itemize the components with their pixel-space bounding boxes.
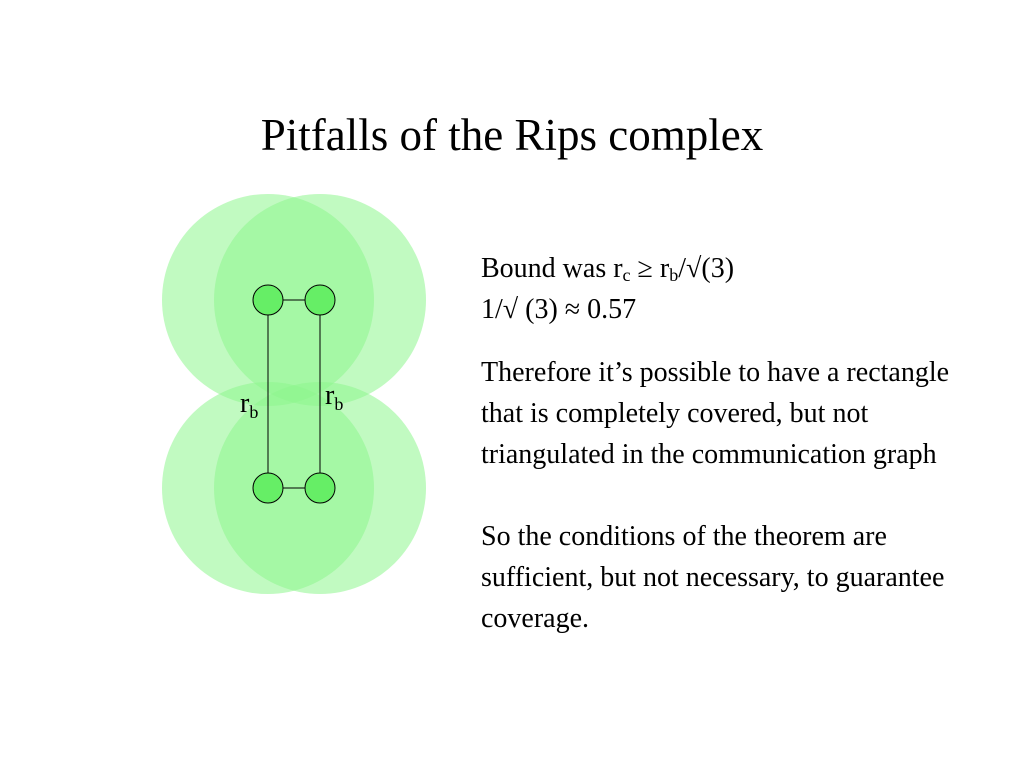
paragraph-conditions: So the conditions of the theorem are suf…	[481, 521, 945, 634]
node-bottom-right	[304, 472, 336, 504]
node-bottom-left	[252, 472, 284, 504]
label-right-edge: rb	[325, 380, 343, 414]
node-top-left	[252, 284, 284, 316]
slide-body: Bound was rc ≥ rb/√(3) 1/√ (3) ≈ 0.57 Th…	[481, 248, 981, 639]
label-left-edge: rb	[240, 388, 258, 422]
slide-title: Pitfalls of the Rips complex	[260, 110, 764, 160]
bound-line: Bound was rc ≥ rb/√(3)	[481, 253, 735, 285]
approx-line: 1/√ (3) ≈ 0.57	[481, 294, 637, 325]
node-top-right	[304, 284, 336, 316]
paragraph-therefore: Therefore it’s possible to have a rectan…	[481, 357, 950, 470]
